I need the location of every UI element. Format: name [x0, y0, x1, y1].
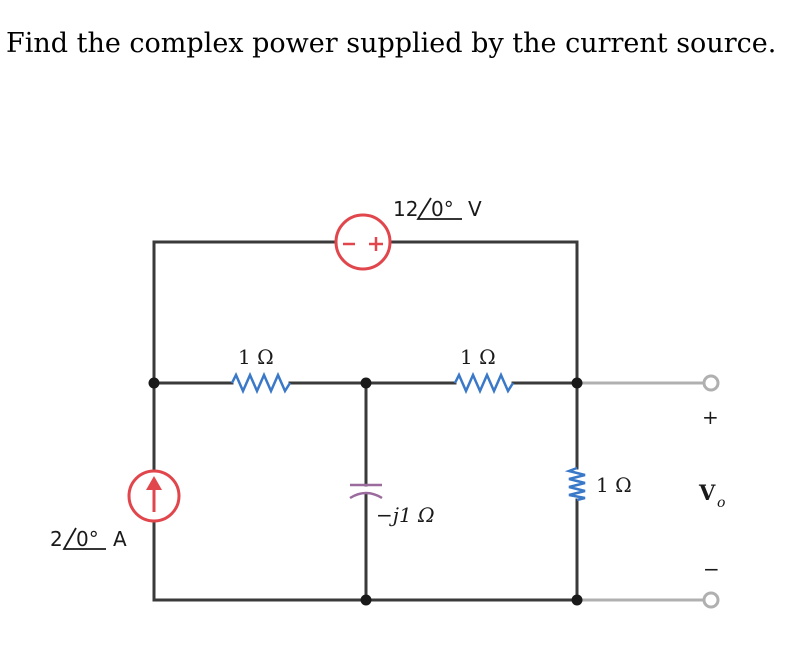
node — [148, 377, 160, 389]
node — [571, 594, 583, 606]
wire-top-right — [389, 240, 579, 385]
wire-top-left — [152, 240, 337, 385]
vo-symbol: V — [698, 480, 716, 505]
current-source-angle: 0° — [76, 527, 99, 551]
current-source-label: 2 0° A — [50, 527, 127, 551]
current-source-unit: A — [113, 527, 127, 551]
wires — [152, 240, 579, 602]
node — [360, 594, 372, 606]
voltage-source-mag: 12 — [393, 197, 418, 221]
resistor-middle-label: 1 Ω — [460, 345, 496, 369]
vo-subscript: o — [717, 495, 725, 511]
current-source — [127, 469, 181, 523]
terminal-leads — [577, 374, 720, 609]
voltage-source-label: 12 0° V — [393, 197, 482, 221]
resistor-right — [564, 466, 586, 502]
nodes — [148, 377, 583, 606]
resistor-middle — [453, 371, 515, 395]
capacitor — [349, 483, 383, 500]
vo-minus: − — [703, 557, 720, 581]
resistor-left — [230, 371, 292, 395]
resistor-right-label: 1 Ω — [596, 473, 632, 497]
resistor-left-label: 1 Ω — [238, 345, 274, 369]
voltage-source-angle: 0° — [431, 197, 454, 221]
terminal-bottom — [702, 591, 720, 609]
question-text: Find the complex power supplied by the c… — [6, 28, 777, 59]
capacitor-label: −j1 Ω — [376, 503, 435, 527]
current-source-mag: 2 — [50, 527, 63, 551]
voltage-source-unit: V — [468, 197, 482, 221]
node — [360, 377, 372, 389]
angle-symbol — [62, 527, 106, 550]
angle-symbol — [416, 197, 462, 220]
voltage-source — [334, 213, 392, 271]
terminal-top — [702, 374, 720, 392]
node — [571, 377, 583, 389]
vo-plus: + — [702, 405, 719, 429]
